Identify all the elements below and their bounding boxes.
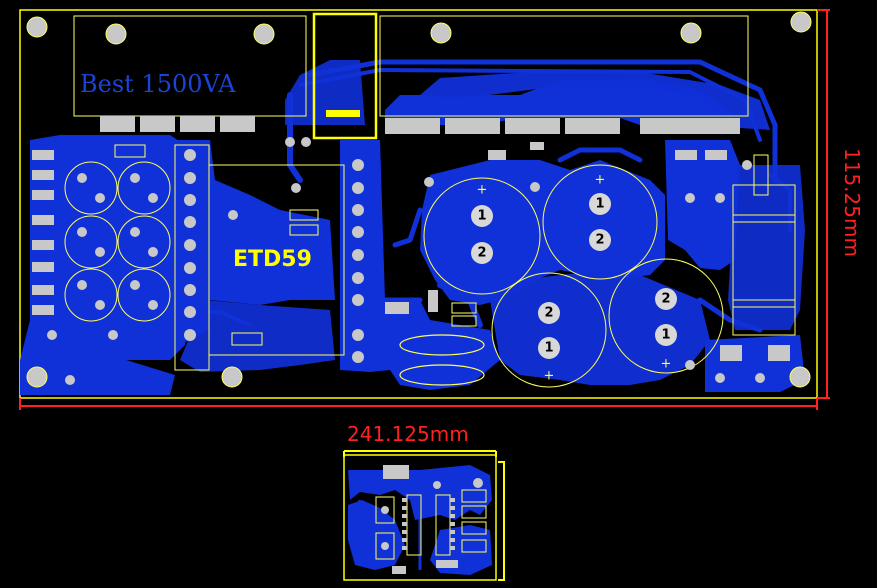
rectifier-pads [399, 334, 485, 386]
driver-board [343, 454, 497, 581]
bulk-capacitor-b [542, 164, 658, 280]
cap-d-polarity: + [661, 357, 672, 372]
output-inductor [732, 184, 796, 336]
fuse-holder-outline [312, 12, 378, 140]
transformer-pins [184, 149, 364, 363]
smd-packages [385, 142, 790, 361]
cap-b-pad-1: 1 [595, 197, 604, 212]
driver-board-bracket [343, 450, 505, 581]
cap-c-pad-2: 2 [544, 306, 553, 321]
height-dimension [817, 9, 830, 399]
cap-a-pad-2: 2 [477, 246, 486, 261]
driver-ic-pins [381, 478, 483, 574]
input-capacitor-pads [77, 173, 158, 310]
cap-a-pad-1: 1 [477, 209, 486, 224]
cap-c-pad-1: 1 [544, 341, 553, 356]
resistor-outlines [114, 144, 769, 346]
transformer-label: ETD59 [233, 247, 312, 272]
cap-b-polarity: + [595, 173, 606, 188]
bulk-capacitor-d [608, 258, 724, 374]
width-dimension-label: 241.125mm [347, 422, 469, 446]
bulk-capacitor-pads [471, 193, 677, 359]
main-board: Best 1500VA ETD59 [19, 9, 818, 399]
cap-b-pad-2: 2 [595, 233, 604, 248]
driver-header [383, 465, 409, 479]
bulk-capacitor-c [491, 272, 607, 388]
left-header-pins [32, 150, 54, 315]
cap-a-polarity: + [477, 183, 488, 198]
copper-pour-top [285, 60, 770, 130]
mounting-holes [26, 11, 812, 388]
cap-c-polarity: + [544, 369, 555, 384]
transformer-bobbin [208, 164, 345, 356]
cap-d-pad-1: 1 [661, 328, 670, 343]
width-dimension [19, 398, 818, 410]
output-terminal-row [100, 116, 740, 134]
vias [47, 137, 765, 385]
bulk-capacitors [423, 164, 724, 388]
fuse-pad [326, 110, 360, 117]
heatsink-right-outline [379, 15, 749, 117]
bulk-capacitor-a [423, 177, 541, 295]
cap-d-pad-2: 2 [661, 292, 670, 307]
height-dimension-label: 115.25mm [840, 148, 864, 257]
silkscreen-title: Best 1500VA [80, 70, 236, 98]
